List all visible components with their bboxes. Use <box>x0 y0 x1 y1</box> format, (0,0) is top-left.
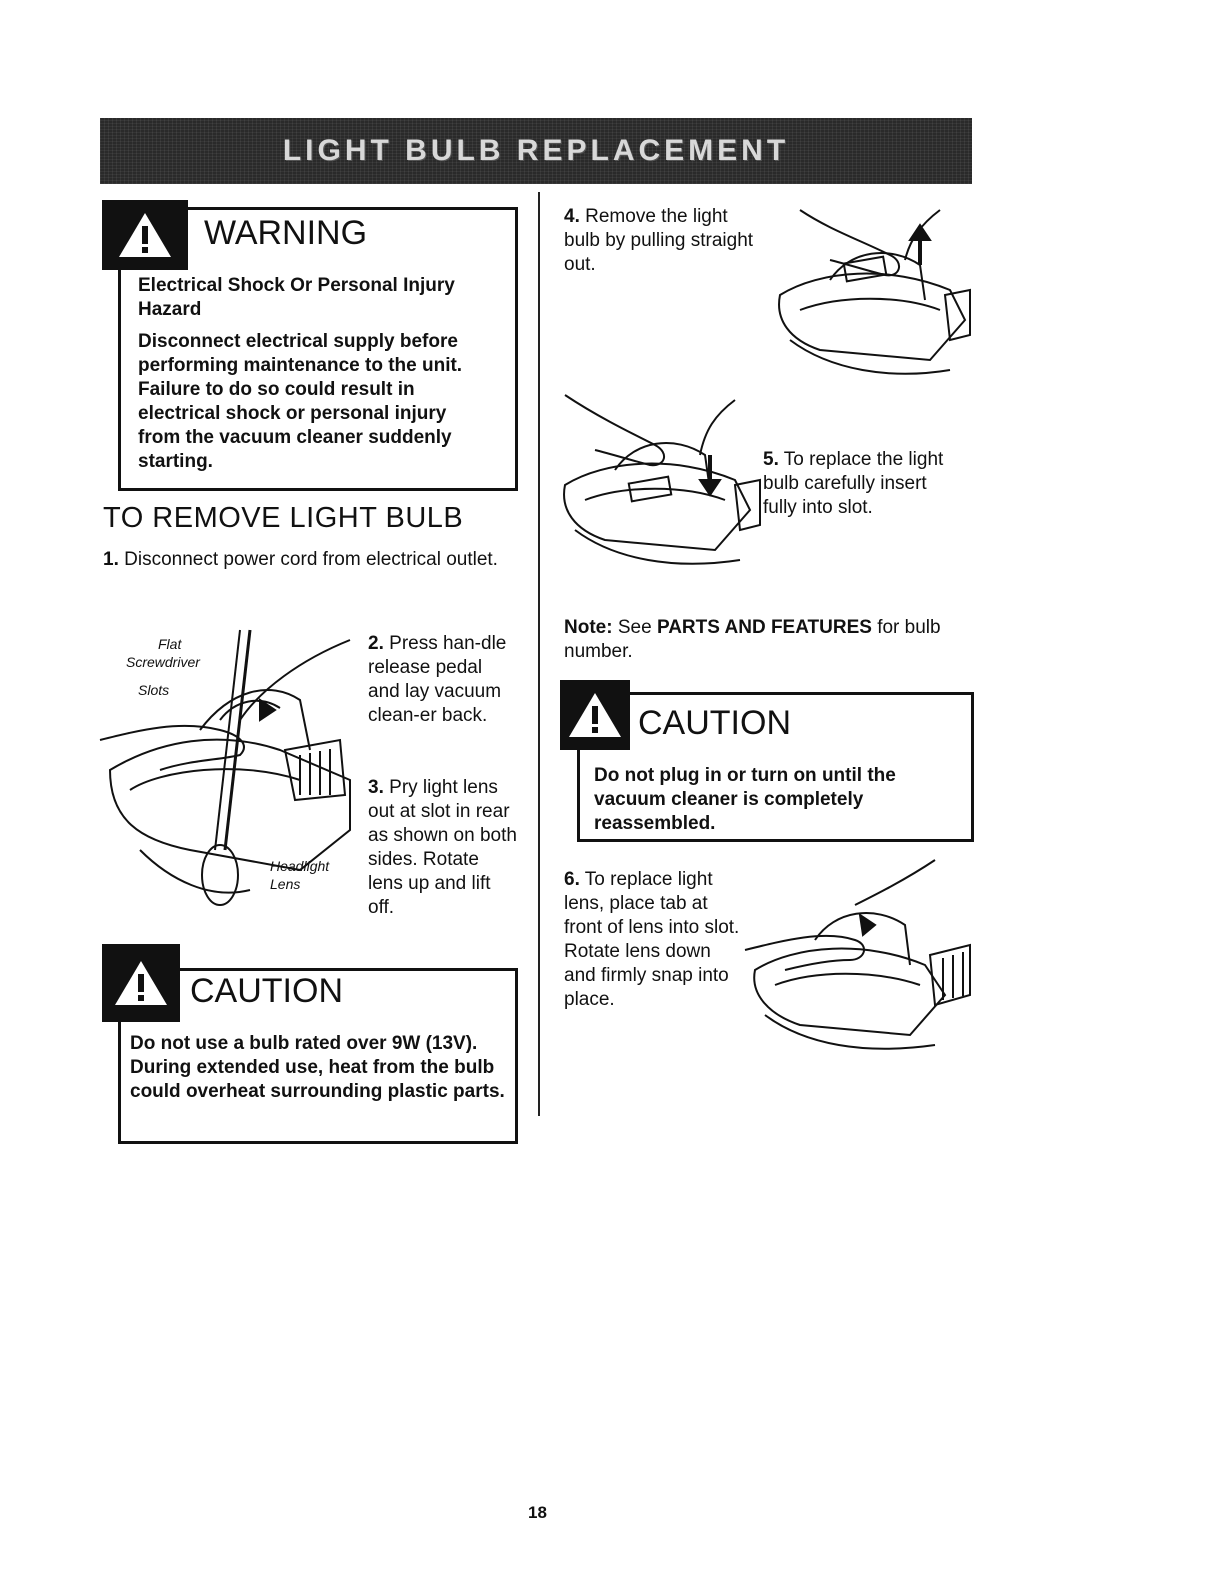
warning-triangle-icon <box>119 213 171 257</box>
step-3-text: Pry light lens out at slot in rear as sh… <box>368 777 517 918</box>
column-divider <box>538 192 540 1116</box>
section-banner: LIGHT BULB REPLACEMENT <box>100 118 972 184</box>
step-6: 6. To replace light lens, place tab at f… <box>564 868 744 1012</box>
step-2-number: 2. <box>368 633 384 654</box>
note-reference: PARTS AND FEATURES <box>656 617 872 638</box>
label-headlight: Headlight <box>270 858 330 874</box>
caution-triangle-icon <box>115 961 167 1005</box>
note: Note: See PARTS AND FEATURES for bulb nu… <box>564 616 954 664</box>
warning-subtitle: Electrical Shock Or Personal Injury Haza… <box>138 275 455 320</box>
caution-box-right <box>577 692 974 842</box>
figure-pry-lens <box>99 629 351 906</box>
step-1-number: 1. <box>103 549 119 570</box>
warning-body: Disconnect electrical supply before perf… <box>138 331 463 472</box>
caution-left-body: Do not use a bulb rated over 9W (13V). D… <box>130 1033 505 1102</box>
section-title: TO REMOVE LIGHT BULB <box>103 502 464 534</box>
label-slots: Slots <box>138 682 170 698</box>
step-5-text: To replace the light bulb carefully inse… <box>763 449 944 518</box>
figure-replace-lens <box>744 859 971 1050</box>
note-suffix: for bulb number. <box>564 617 941 662</box>
caution-right-hazard-tag <box>560 680 630 750</box>
note-prefix: See <box>617 617 652 638</box>
step-3-number: 3. <box>368 777 384 798</box>
step-1: 1. Disconnect power cord from electrical… <box>103 548 513 572</box>
note-label: Note: <box>564 617 613 638</box>
caution-box-left <box>118 968 518 1144</box>
warning-hazard-tag <box>102 200 188 270</box>
caution-left-title: CAUTION <box>190 972 343 1010</box>
step-6-text: To replace light lens, place tab at fron… <box>564 869 740 1010</box>
caution-right-body: Do not plug in or turn on until the vacu… <box>594 765 896 834</box>
caution-triangle-icon <box>569 693 621 737</box>
step-4-number: 4. <box>564 206 580 227</box>
banner-title: LIGHT BULB REPLACEMENT <box>282 134 790 167</box>
caution-left-hazard-tag <box>102 944 180 1022</box>
figure-replace-bulb <box>563 394 761 565</box>
step-5-number: 5. <box>763 449 779 470</box>
caution-right-title: CAUTION <box>638 704 791 742</box>
step-2-text: Press han-dle release pedal and lay vacu… <box>368 633 507 726</box>
page-number: 18 <box>528 1503 547 1522</box>
step-4: 4. Remove the light bulb by pulling stra… <box>564 205 764 277</box>
step-1-text: Disconnect power cord from electrical ou… <box>124 549 498 570</box>
warning-title: WARNING <box>204 214 368 252</box>
step-3: 3. Pry light lens out at slot in rear as… <box>368 776 518 920</box>
label-lens: Lens <box>270 876 301 892</box>
figure-remove-bulb <box>778 209 971 375</box>
step-5: 5. To replace the light bulb carefully i… <box>763 448 963 520</box>
step-4-text: Remove the light bulb by pulling straigh… <box>564 206 754 275</box>
step-2: 2. Press han-dle release pedal and lay v… <box>368 632 518 728</box>
label-screwdriver: Screwdriver <box>126 654 200 670</box>
step-6-number: 6. <box>564 869 580 890</box>
label-flat: Flat <box>158 636 182 652</box>
